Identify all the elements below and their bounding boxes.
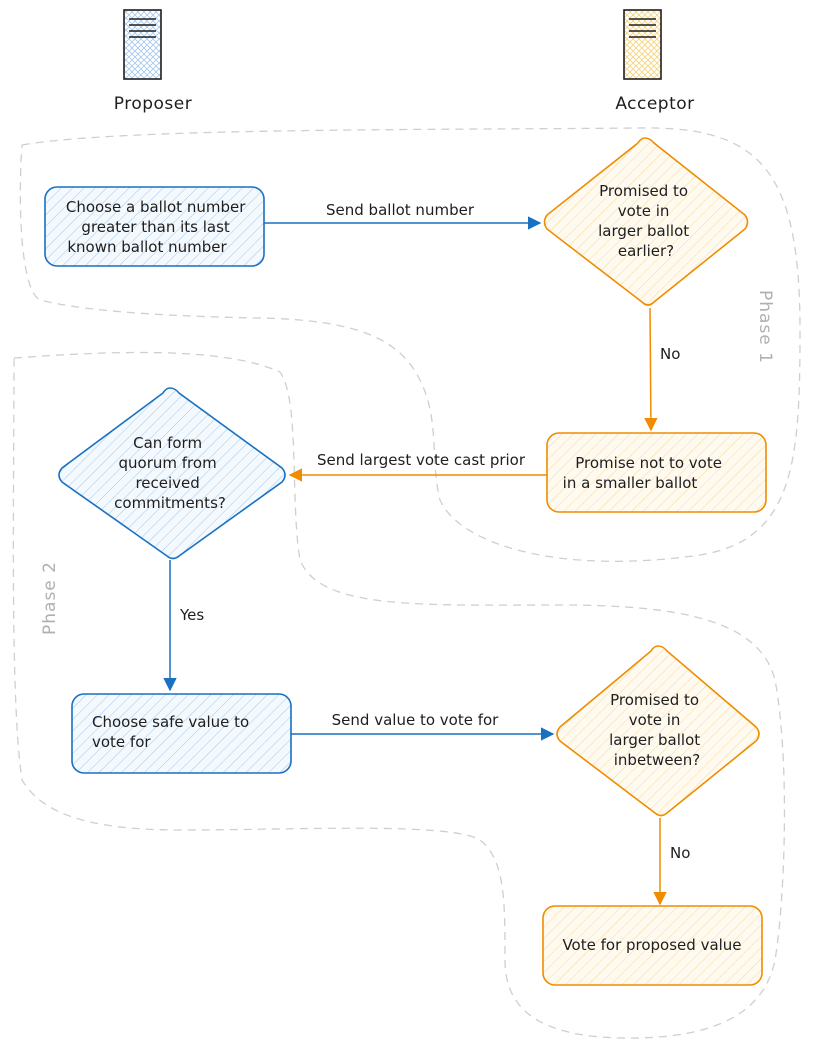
phase1-label: Phase 1: [755, 290, 775, 364]
edge-no-1-label: No: [660, 345, 680, 363]
node-promised-earlier: Promised to vote in larger ballot earlie…: [543, 137, 749, 306]
node-choose-safe: Choose safe value to vote for: [71, 693, 292, 774]
node-promised-inbetween: Promised to vote in larger ballot inbetw…: [556, 645, 760, 817]
proposer-server-icon: [123, 9, 162, 80]
edge-send-largest-label: Send largest vote cast prior: [317, 451, 526, 469]
node-can-form-quorum-text: Can form quorum from received commitment…: [114, 434, 226, 512]
edge-send-ballot-label: Send ballot number: [326, 201, 475, 219]
edge-yes-label: Yes: [179, 606, 204, 624]
phase2-label: Phase 2: [40, 561, 60, 635]
acceptor-server-icon: [623, 9, 662, 80]
node-promise-not-text: Promise not to vote in a smaller ballot: [563, 454, 727, 492]
node-choose-ballot-text: Choose a ballot number greater than its …: [66, 198, 250, 256]
proposer-header: Proposer: [114, 94, 192, 114]
phase1-region: [19, 127, 801, 562]
node-promised-inbetween-text: Promised to vote in larger ballot inbetw…: [609, 691, 705, 769]
node-promised-earlier-text: Promised to vote in larger ballot earlie…: [598, 182, 694, 260]
node-vote-for-text: Vote for proposed value: [562, 936, 741, 954]
edge-send-value-label: Send value to vote for: [332, 711, 500, 729]
phase2-region: [12, 351, 786, 1039]
node-choose-ballot: Choose a ballot number greater than its …: [44, 186, 265, 267]
node-choose-safe-text: Choose safe value to vote for: [92, 713, 254, 751]
edge-no-2-label: No: [670, 844, 690, 862]
acceptor-header: Acceptor: [615, 94, 694, 114]
node-can-form-quorum: Can form quorum from received commitment…: [58, 387, 286, 560]
node-vote-for: Vote for proposed value: [542, 905, 763, 986]
node-promise-not: Promise not to vote in a smaller ballot: [546, 432, 767, 513]
edge-no-1: [644, 307, 658, 432]
